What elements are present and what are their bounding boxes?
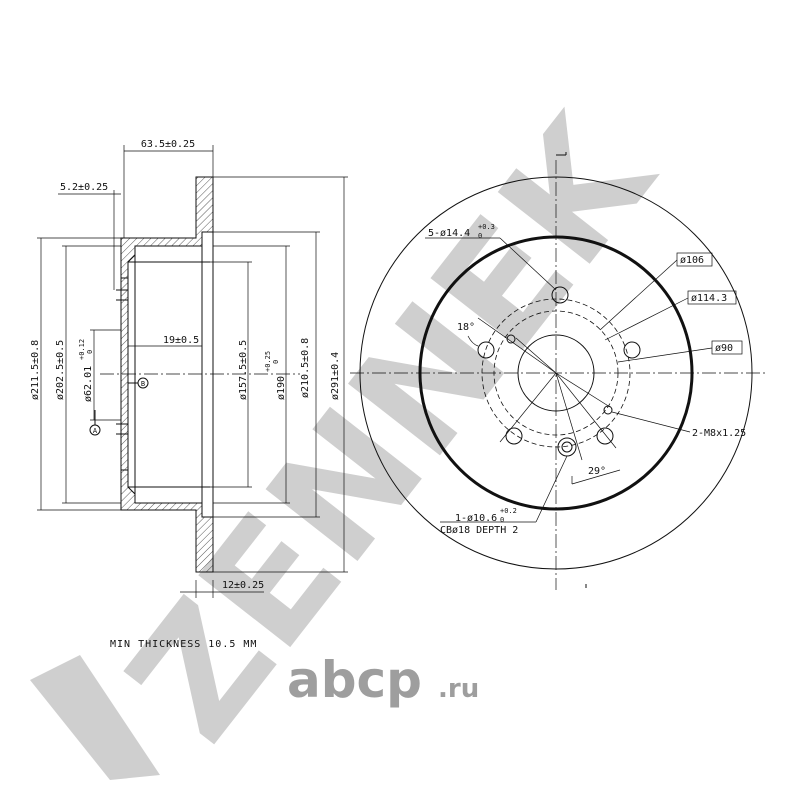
bolt-hole-1	[551, 286, 569, 304]
logo-main: abcp	[287, 651, 422, 709]
dia-190-tol-upper: +0.25	[264, 351, 272, 372]
dia-190-tol-lower: 0	[272, 360, 280, 364]
holes-label: 5-ø14.4	[428, 228, 470, 239]
dia-62-tol-upper: +0.12	[78, 339, 86, 360]
holes-tol-lower: 0	[478, 232, 482, 240]
center-hole-cb	[557, 437, 577, 457]
thread-spec: 2-M8x1.25	[692, 428, 746, 439]
center-tol-lower: 0	[500, 516, 504, 524]
dim-19: 19±0.5	[163, 335, 199, 346]
dia-62-01: ø62.01	[83, 366, 94, 402]
dia-106: ø106	[680, 255, 704, 266]
dia-114-box	[687, 290, 737, 305]
dia-190: ø190	[276, 376, 287, 400]
dim-63-5: 63.5±0.25	[141, 139, 195, 150]
min-thickness-note: MIN THICKNESS 10.5 MM	[110, 639, 257, 650]
front-view: 5-ø14.4 +0.3 0 ø106 ø114.3 ø90 18° 29° 2…	[350, 152, 765, 590]
center-hole	[561, 441, 573, 453]
dia-211-5: ø211.5±0.8	[30, 340, 41, 400]
holes-tol-upper: +0.3	[478, 223, 495, 231]
dim-5-2: 5.2±0.25	[60, 182, 108, 193]
dia-90: ø90	[715, 343, 733, 354]
center-hole-label: 1-ø10.6	[455, 513, 497, 524]
angle-18: 18°	[457, 322, 475, 333]
datum-b-label: B	[141, 380, 145, 388]
dia-106-box	[676, 252, 713, 267]
bolt-hole-3	[623, 341, 641, 359]
section-view: A B 63.5±0.25 5.2±0.25 19±0.5 12±0.25 ø2…	[30, 139, 348, 598]
dia-62-tol-lower: 0	[86, 350, 94, 354]
dia-202-5: ø202.5±0.5	[55, 340, 66, 400]
watermark-chevron	[30, 655, 160, 780]
logo-suffix: .ru	[438, 674, 479, 704]
bolt-hole-4	[505, 427, 523, 445]
thread-hole-1	[506, 334, 516, 344]
dia-157-5: ø157.5±0.5	[238, 340, 249, 400]
bolt-hole-2	[477, 341, 495, 359]
dia-210-5: ø210.5±0.8	[300, 338, 311, 398]
angle-29: 29°	[588, 466, 606, 477]
dia-90-box	[711, 340, 743, 355]
bolt-hole-5	[596, 427, 614, 445]
abcp-logo: abcp .ru	[287, 651, 479, 709]
counterbore-label: CBø18 DEPTH 2	[440, 525, 518, 536]
dim-12: 12±0.25	[222, 580, 264, 591]
center-tol-upper: +0.2	[500, 507, 517, 515]
datum-a-label: A	[93, 427, 98, 435]
dia-114-3: ø114.3	[691, 293, 727, 304]
dia-291: ø291±0.4	[330, 352, 341, 400]
